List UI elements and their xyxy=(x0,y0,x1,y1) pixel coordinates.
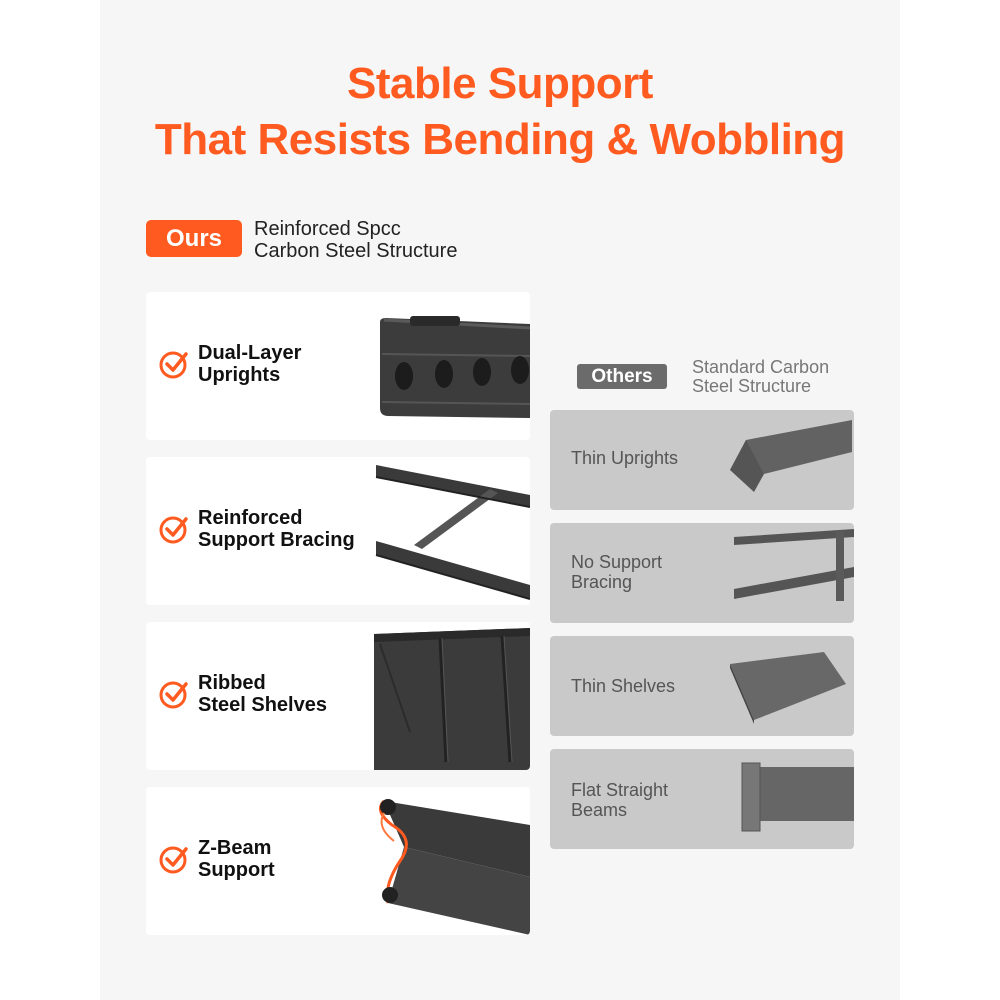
page-title-line-1: Stable Support xyxy=(347,59,653,108)
feature-card-reinforced-support-bracing: Reinforced Support Bracing xyxy=(146,457,530,605)
feature-label-line-1: Ribbed xyxy=(198,672,266,694)
feature-label-line-1: Dual-Layer xyxy=(198,342,302,364)
feature-label-line-2: Support Bracing xyxy=(198,529,355,551)
others-card-thin-shelves: Thin Shelves xyxy=(550,636,854,736)
feature-label: Z-Beam Support xyxy=(198,837,275,881)
others-description: Standard Carbon Steel Structure xyxy=(692,358,829,396)
others-badge: Others xyxy=(577,364,667,389)
check-circle-icon xyxy=(159,846,188,874)
feature-label: Ribbed Steel Shelves xyxy=(198,672,327,716)
others-label-line-1: Thin Uprights xyxy=(571,448,679,468)
ribbed-shelf-illustration xyxy=(374,628,530,770)
flat-beam-illustration xyxy=(741,762,854,832)
feature-card-z-beam-support: Z-Beam Support xyxy=(146,787,530,935)
others-label: Thin Shelves xyxy=(571,676,675,696)
check-circle-icon xyxy=(159,681,188,709)
feature-label-line-2: Uprights xyxy=(198,364,281,386)
support-bracing-illustration xyxy=(375,465,530,600)
others-label-line-1: Thin Shelves xyxy=(571,676,676,696)
others-label-line-2: Beams xyxy=(571,800,628,820)
feature-label-line-2: Support xyxy=(198,859,275,881)
others-label: Flat Straight Beams xyxy=(571,780,668,820)
others-description-line-1: Standard Carbon xyxy=(692,357,830,377)
ours-description-line-1: Reinforced Spcc xyxy=(254,218,401,240)
others-card-thin-uprights: Thin Uprights xyxy=(550,410,854,510)
feature-label: Reinforced Support Bracing xyxy=(198,507,355,551)
feature-card-ribbed-steel-shelves: Ribbed Steel Shelves xyxy=(146,622,530,770)
z-beam-illustration xyxy=(378,799,530,935)
no-bracing-illustration xyxy=(734,529,854,601)
dual-layer-upright-illustration xyxy=(380,316,530,418)
feature-label: Dual-Layer Uprights xyxy=(198,342,301,386)
others-label: No Support Bracing xyxy=(571,552,662,592)
others-label-line-2: Bracing xyxy=(571,572,633,592)
feature-label-line-1: Reinforced xyxy=(198,507,303,529)
thin-upright-illustration xyxy=(730,420,852,492)
page-title-line-2: That Resists Bending & Wobbling xyxy=(154,115,846,164)
others-description-line-2: Steel Structure xyxy=(692,376,812,396)
ours-description: Reinforced Spcc Carbon Steel Structure xyxy=(254,218,457,262)
others-card-no-support-bracing: No Support Bracing xyxy=(550,523,854,623)
ours-description-line-2: Carbon Steel Structure xyxy=(254,240,458,262)
feature-label-line-2: Steel Shelves xyxy=(198,694,327,716)
ours-badge: Ours xyxy=(146,220,242,257)
others-label-line-1: No Support xyxy=(571,552,663,572)
others-label-line-1: Flat Straight xyxy=(571,780,669,800)
check-circle-icon xyxy=(159,516,188,544)
thin-shelf-illustration xyxy=(730,652,846,724)
feature-card-dual-layer-uprights: Dual-Layer Uprights xyxy=(146,292,530,440)
others-card-flat-straight-beams: Flat Straight Beams xyxy=(550,749,854,849)
feature-label-line-1: Z-Beam xyxy=(198,837,272,859)
others-label: Thin Uprights xyxy=(571,448,678,468)
check-circle-icon xyxy=(159,351,188,379)
